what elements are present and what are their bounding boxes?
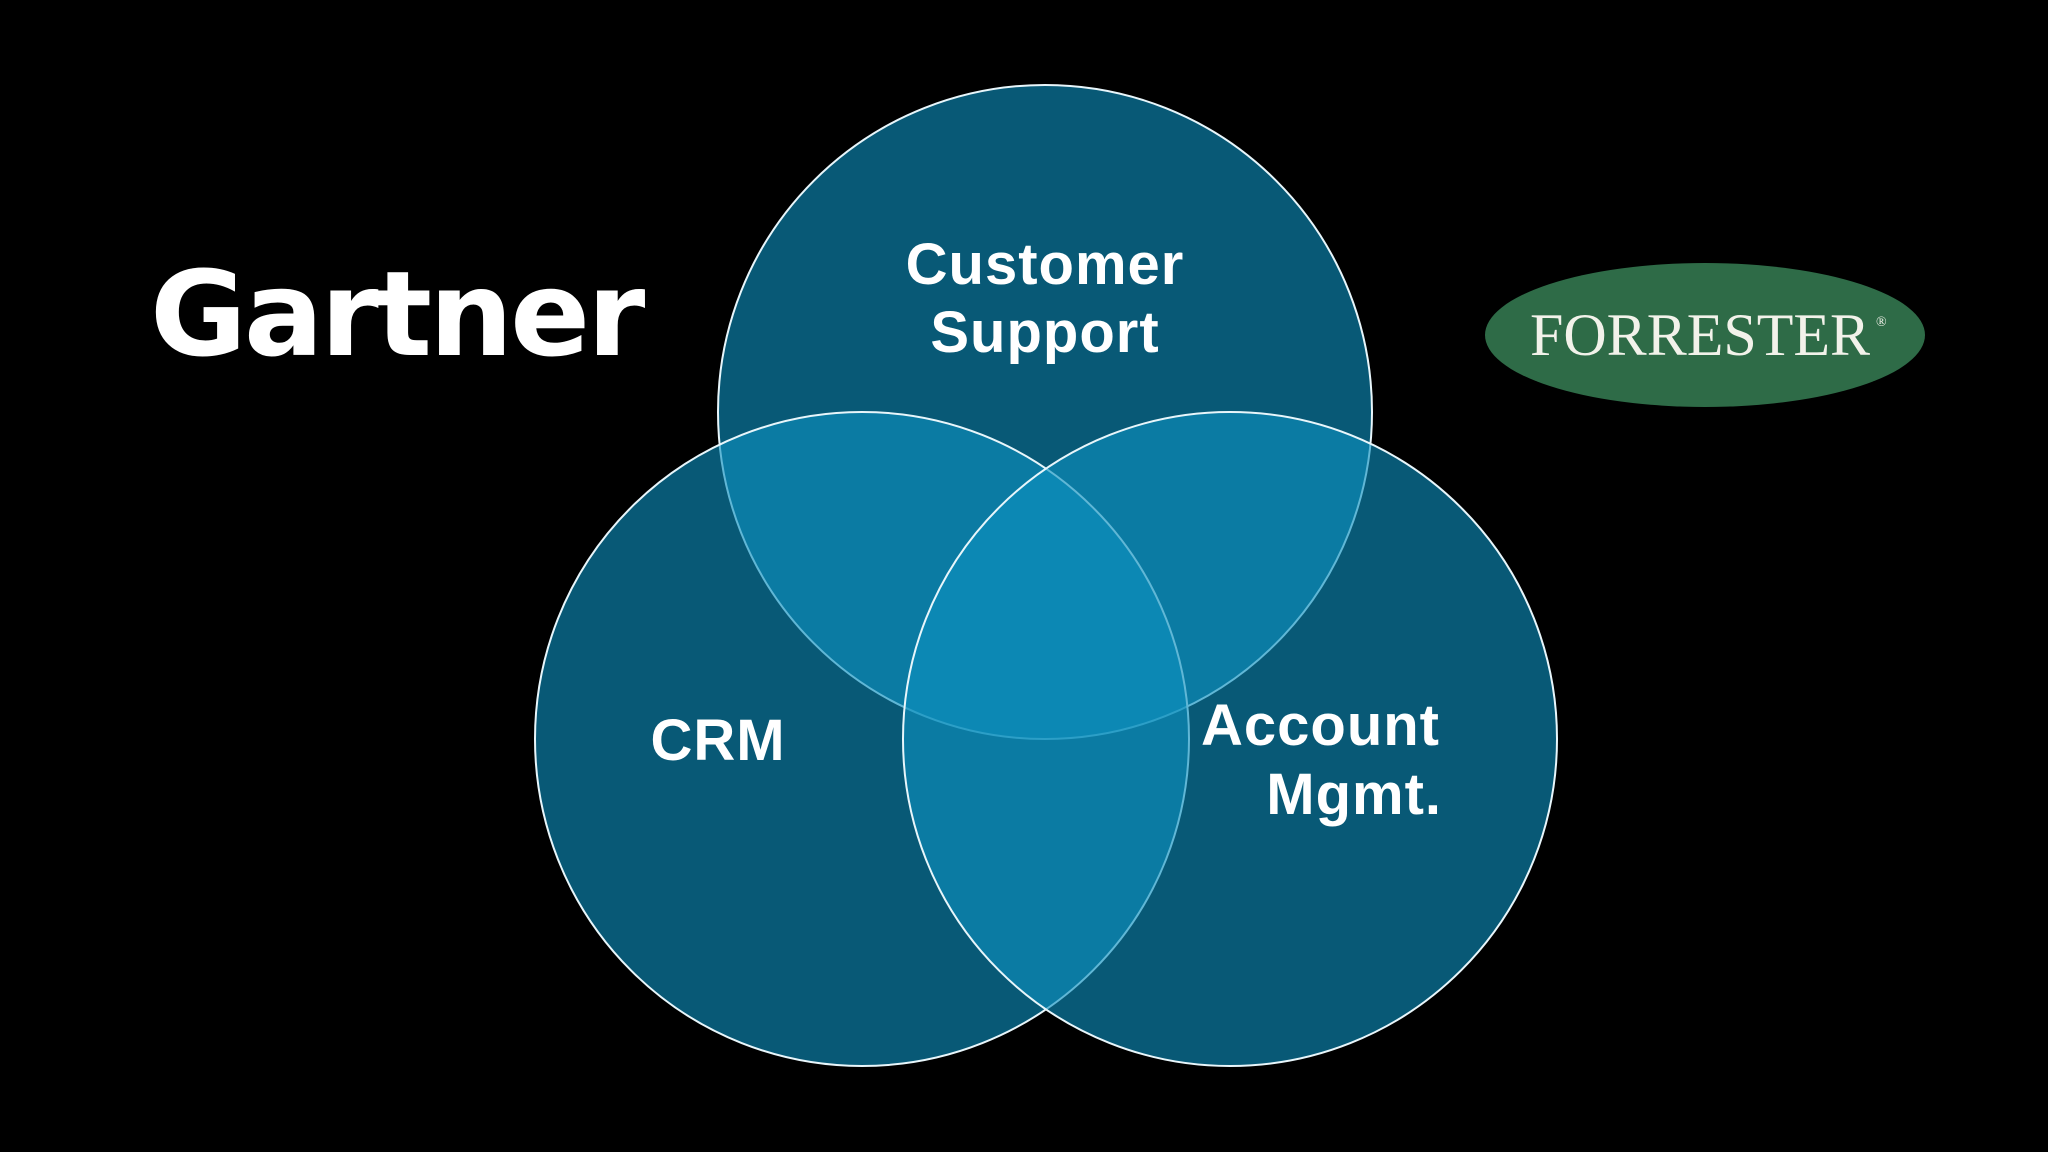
gartner-logo-text: Gartner — [150, 245, 645, 383]
forrester-registered-mark: ® — [1876, 315, 1887, 330]
venn-circle-account-mgmt — [902, 411, 1558, 1067]
venn-circles — [534, 84, 1558, 1067]
label-customer-support-line2: Support — [930, 300, 1159, 365]
label-account-mgmt-line2: Mgmt. — [1266, 762, 1442, 827]
venn-labels: Customer Support CRM Account Mgmt. — [650, 232, 1442, 827]
label-crm: CRM — [650, 708, 785, 773]
forrester-logo-text: FORRESTER — [1530, 302, 1870, 368]
label-account-mgmt-line1: Account — [1201, 693, 1440, 758]
forrester-logo-oval — [1485, 263, 1925, 407]
forrester-logo: FORRESTER ® — [1485, 263, 1925, 407]
label-customer-support-line1: Customer — [906, 232, 1185, 297]
gartner-logo: Gartner — [150, 245, 648, 383]
